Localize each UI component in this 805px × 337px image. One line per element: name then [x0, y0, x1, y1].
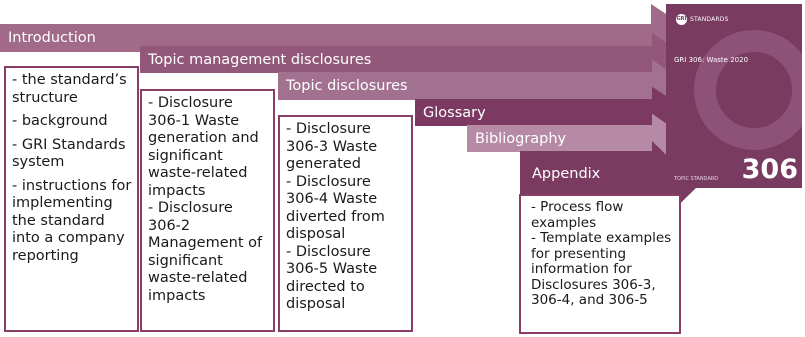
glossary-band: Glossary	[415, 99, 652, 126]
list-item: - Template examples for presenting infor…	[531, 230, 672, 308]
topic-disclosures-band: Topic disclosures	[278, 72, 652, 100]
list-item: - Disclosure 306-5 Waste directed to dis…	[286, 243, 378, 313]
gri-306-cover: GRI STANDARDS GRI 306: Waste 2020 TOPIC …	[666, 4, 802, 188]
list-item: - Disclosure 306-3 Waste generated	[286, 121, 378, 172]
cover-number: 306	[741, 154, 798, 185]
cover-graphic	[694, 30, 802, 150]
appendix-title: Appendix	[532, 165, 601, 182]
bibliography-band: Bibliography	[467, 125, 652, 152]
cover-title: GRI 306: Waste 2020	[674, 56, 749, 64]
appendix-list: - Process flow examples - Template examp…	[519, 194, 681, 334]
list-item: - Disclosure 306-1 Waste generation and …	[148, 95, 259, 199]
list-item: - the standard’s structure	[12, 72, 127, 106]
gri-logo: GRI	[676, 14, 687, 25]
bibliography-title: Bibliography	[475, 130, 567, 147]
topic-management-title: Topic management disclosures	[148, 51, 372, 68]
topic-disclosures-title: Topic disclosures	[286, 78, 408, 94]
topic-disclosures-list: - Disclosure 306-3 Waste generated - Dis…	[278, 115, 413, 332]
list-item: - Process flow examples	[531, 199, 624, 231]
topic-management-band: Topic management disclosures	[140, 46, 652, 73]
cover-subtitle: TOPIC STANDARD	[674, 176, 719, 182]
introduction-title: Introduction	[8, 30, 96, 46]
cover-brand: STANDARDS	[690, 16, 729, 23]
list-item: - background	[12, 113, 108, 129]
list-item: - instructions for implementing the stan…	[12, 177, 132, 264]
list-item: - GRI Standards system	[12, 136, 126, 171]
topic-management-list: - Disclosure 306-1 Waste generation and …	[140, 89, 275, 332]
appendix-band: Appendix	[520, 151, 652, 196]
introduction-list: - the standard’s structure - background …	[4, 66, 139, 332]
list-item: - Disclosure 306-4 Waste diverted from d…	[286, 173, 385, 243]
glossary-title: Glossary	[423, 104, 486, 121]
list-item: - Disclosure 306-2 Management of signifi…	[148, 200, 263, 304]
